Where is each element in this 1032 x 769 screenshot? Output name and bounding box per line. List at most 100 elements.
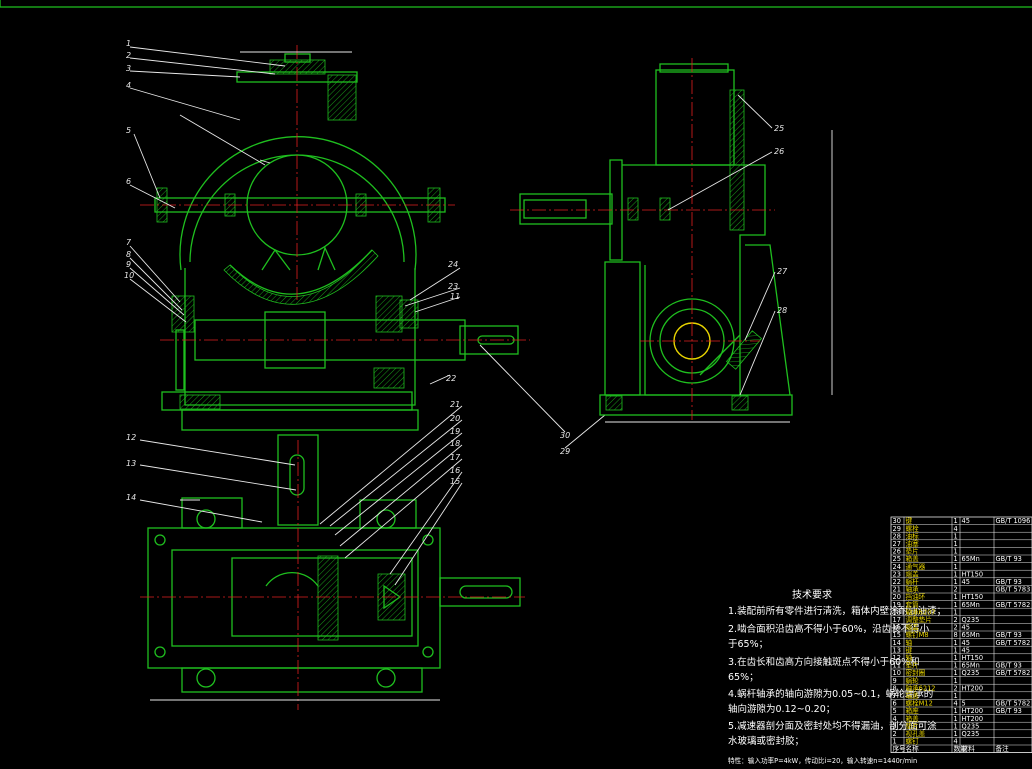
label-25: 25 — [774, 124, 784, 133]
bom-row-8-mat: HT200 — [962, 684, 984, 692]
label-6: 6 — [126, 177, 131, 186]
bom-header-std: 备注 — [996, 744, 1010, 753]
bom-row-14-no: 14 — [893, 639, 901, 647]
bom-row-20-name: 挡油环 — [906, 592, 926, 601]
bom-row-27-qty: 1 — [954, 540, 958, 548]
bom-row-6-mat: 5 — [962, 700, 966, 708]
bom-row-3-name: 垫片 — [906, 721, 919, 730]
bom-row-2-mat: Q235 — [962, 730, 980, 738]
bom-row-15-qty: 8 — [954, 631, 958, 639]
label-27: 27 — [777, 267, 788, 276]
bom-row-24-qty: 1 — [954, 563, 958, 571]
bom-row-12-mat: HT150 — [962, 654, 984, 662]
bom-row-14-mat: 45 — [962, 639, 970, 647]
bom-row-13-mat: 45 — [962, 646, 970, 654]
bom-row-10-qty: 1 — [954, 669, 958, 677]
bom-row-30-name: 键 — [906, 516, 913, 525]
label-5: 5 — [126, 126, 131, 135]
bom-row-20-qty: 1 — [954, 593, 958, 601]
bom-row-22-qty: 1 — [954, 578, 958, 586]
bom-row-15-no: 15 — [893, 631, 901, 639]
label-3: 3 — [126, 64, 131, 73]
bom-row-2-name: 视孔盖 — [906, 729, 926, 738]
bom-row-6-name: 螺栓M12 — [906, 699, 933, 708]
bom-row-5-no: 5 — [893, 707, 897, 715]
bom-row-10-std: GB/T 5782 — [996, 669, 1031, 677]
bom-row-18-name: 轴承6207 — [906, 607, 936, 616]
top-leaders: 12 13 14 21 20 19 18 17 16 15 — [126, 400, 463, 586]
label-11: 11 — [450, 292, 460, 301]
bom-row-7-no: 7 — [893, 692, 897, 700]
bom-row-11-no: 11 — [893, 662, 901, 670]
bom-row-2-no: 2 — [893, 730, 897, 738]
bom-row-25-std: GB/T 93 — [996, 555, 1022, 563]
note-line-9: 水玻璃或密封胶； — [728, 735, 804, 747]
note-line-7: 轴向游隙为0.12~0.20； — [728, 703, 835, 715]
bom-row-23-qty: 1 — [954, 570, 958, 578]
bom-row-1-qty: 4 — [954, 738, 958, 746]
bom-header-name: 名称 — [906, 744, 920, 753]
bom-row-19-name: 套筒 — [906, 600, 920, 609]
bom-row-5-qty: 1 — [954, 707, 958, 715]
bom-row-8-qty: 2 — [954, 684, 958, 692]
bom-row-9-name: 蜗轮 — [906, 676, 920, 685]
bom-row-3-no: 3 — [893, 722, 897, 730]
bom-header-qty: 数量 — [954, 744, 968, 753]
bom-row-19-qty: 1 — [954, 601, 958, 609]
bom-row-11-name: 垫片 — [906, 661, 919, 670]
bom-row-30-no: 30 — [893, 517, 901, 525]
bom-row-1-no: 1 — [893, 738, 897, 746]
bom-row-28-no: 28 — [893, 532, 901, 540]
bom-row-11-std: GB/T 93 — [996, 662, 1022, 670]
drawing-frame — [0, 0, 1032, 8]
bom-row-10-name: 密封圈 — [906, 668, 926, 677]
bom-row-1-name: 螺钉 — [906, 737, 920, 746]
label-17: 17 — [450, 453, 461, 462]
bom-row-16-no: 16 — [893, 624, 901, 632]
bom-row-4-name: 箱盖 — [906, 714, 920, 723]
bom-row-24-no: 24 — [893, 563, 901, 571]
bom-row-12-no: 12 — [893, 654, 901, 662]
note-line-10: 特性：输入功率P=4kW，传动比i=20，输入转速n=1440r/min — [728, 756, 917, 765]
note-line-6: 4.蜗杆轴承的轴向游隙为0.05~0.1，蜗轮端承的 — [728, 688, 933, 700]
bom-row-29-name: 螺栓 — [906, 524, 920, 533]
bom-row-19-mat: 65Mn — [962, 601, 980, 609]
bom-row-21-no: 21 — [893, 586, 901, 594]
bom-row-6-no: 6 — [893, 700, 897, 708]
bom-row-17-name: 调整垫片 — [906, 615, 932, 624]
bom-row-14-name: 轴 — [906, 638, 913, 647]
bom-row-21-name: 轴承 — [906, 585, 920, 594]
bom-row-26-name: 垫片 — [906, 547, 919, 556]
label-4: 4 — [126, 81, 131, 90]
label-16: 16 — [450, 466, 460, 475]
label-18: 18 — [450, 439, 460, 448]
note-line-5: 65%； — [728, 672, 759, 683]
bom-row-27-name: 油塞 — [906, 539, 920, 548]
bom-row-8-name: 轴承6212 — [906, 683, 936, 692]
bom-row-23-name: 端盖 — [906, 569, 920, 578]
label-12: 12 — [126, 433, 136, 442]
bom-row-25-mat: 65Mn — [962, 555, 980, 563]
bom-row-30-qty: 1 — [954, 517, 958, 525]
bom-row-13-name: 键 — [906, 645, 913, 654]
bom-row-30-std: GB/T 1096 — [996, 517, 1031, 525]
bom-row-27-no: 27 — [893, 540, 901, 548]
bom-row-12-qty: 1 — [954, 654, 958, 662]
bom-row-16-mat: 45 — [962, 624, 970, 632]
bom-row-4-mat: HT200 — [962, 715, 984, 723]
bom-row-11-mat: 65Mn — [962, 662, 980, 670]
bom-row-17-qty: 2 — [954, 616, 958, 624]
bom-row-17-no: 17 — [893, 616, 901, 624]
bom-row-24-name: 通气器 — [906, 562, 926, 571]
bom-row-28-qty: 1 — [954, 532, 958, 540]
bom-row-5-mat: HT200 — [962, 707, 984, 715]
bom-row-6-qty: 4 — [954, 700, 958, 708]
bom-row-8-no: 8 — [893, 684, 897, 692]
note-line-8: 5.减速器剖分面及密封处均不得漏油，剖分面可涂 — [728, 720, 937, 732]
label-22: 22 — [446, 374, 456, 383]
bom-row-29-no: 29 — [893, 525, 901, 533]
bom-row-17-mat: Q235 — [962, 616, 980, 624]
bom-row-4-no: 4 — [893, 715, 897, 723]
bom-row-19-std: GB/T 5782 — [996, 601, 1031, 609]
